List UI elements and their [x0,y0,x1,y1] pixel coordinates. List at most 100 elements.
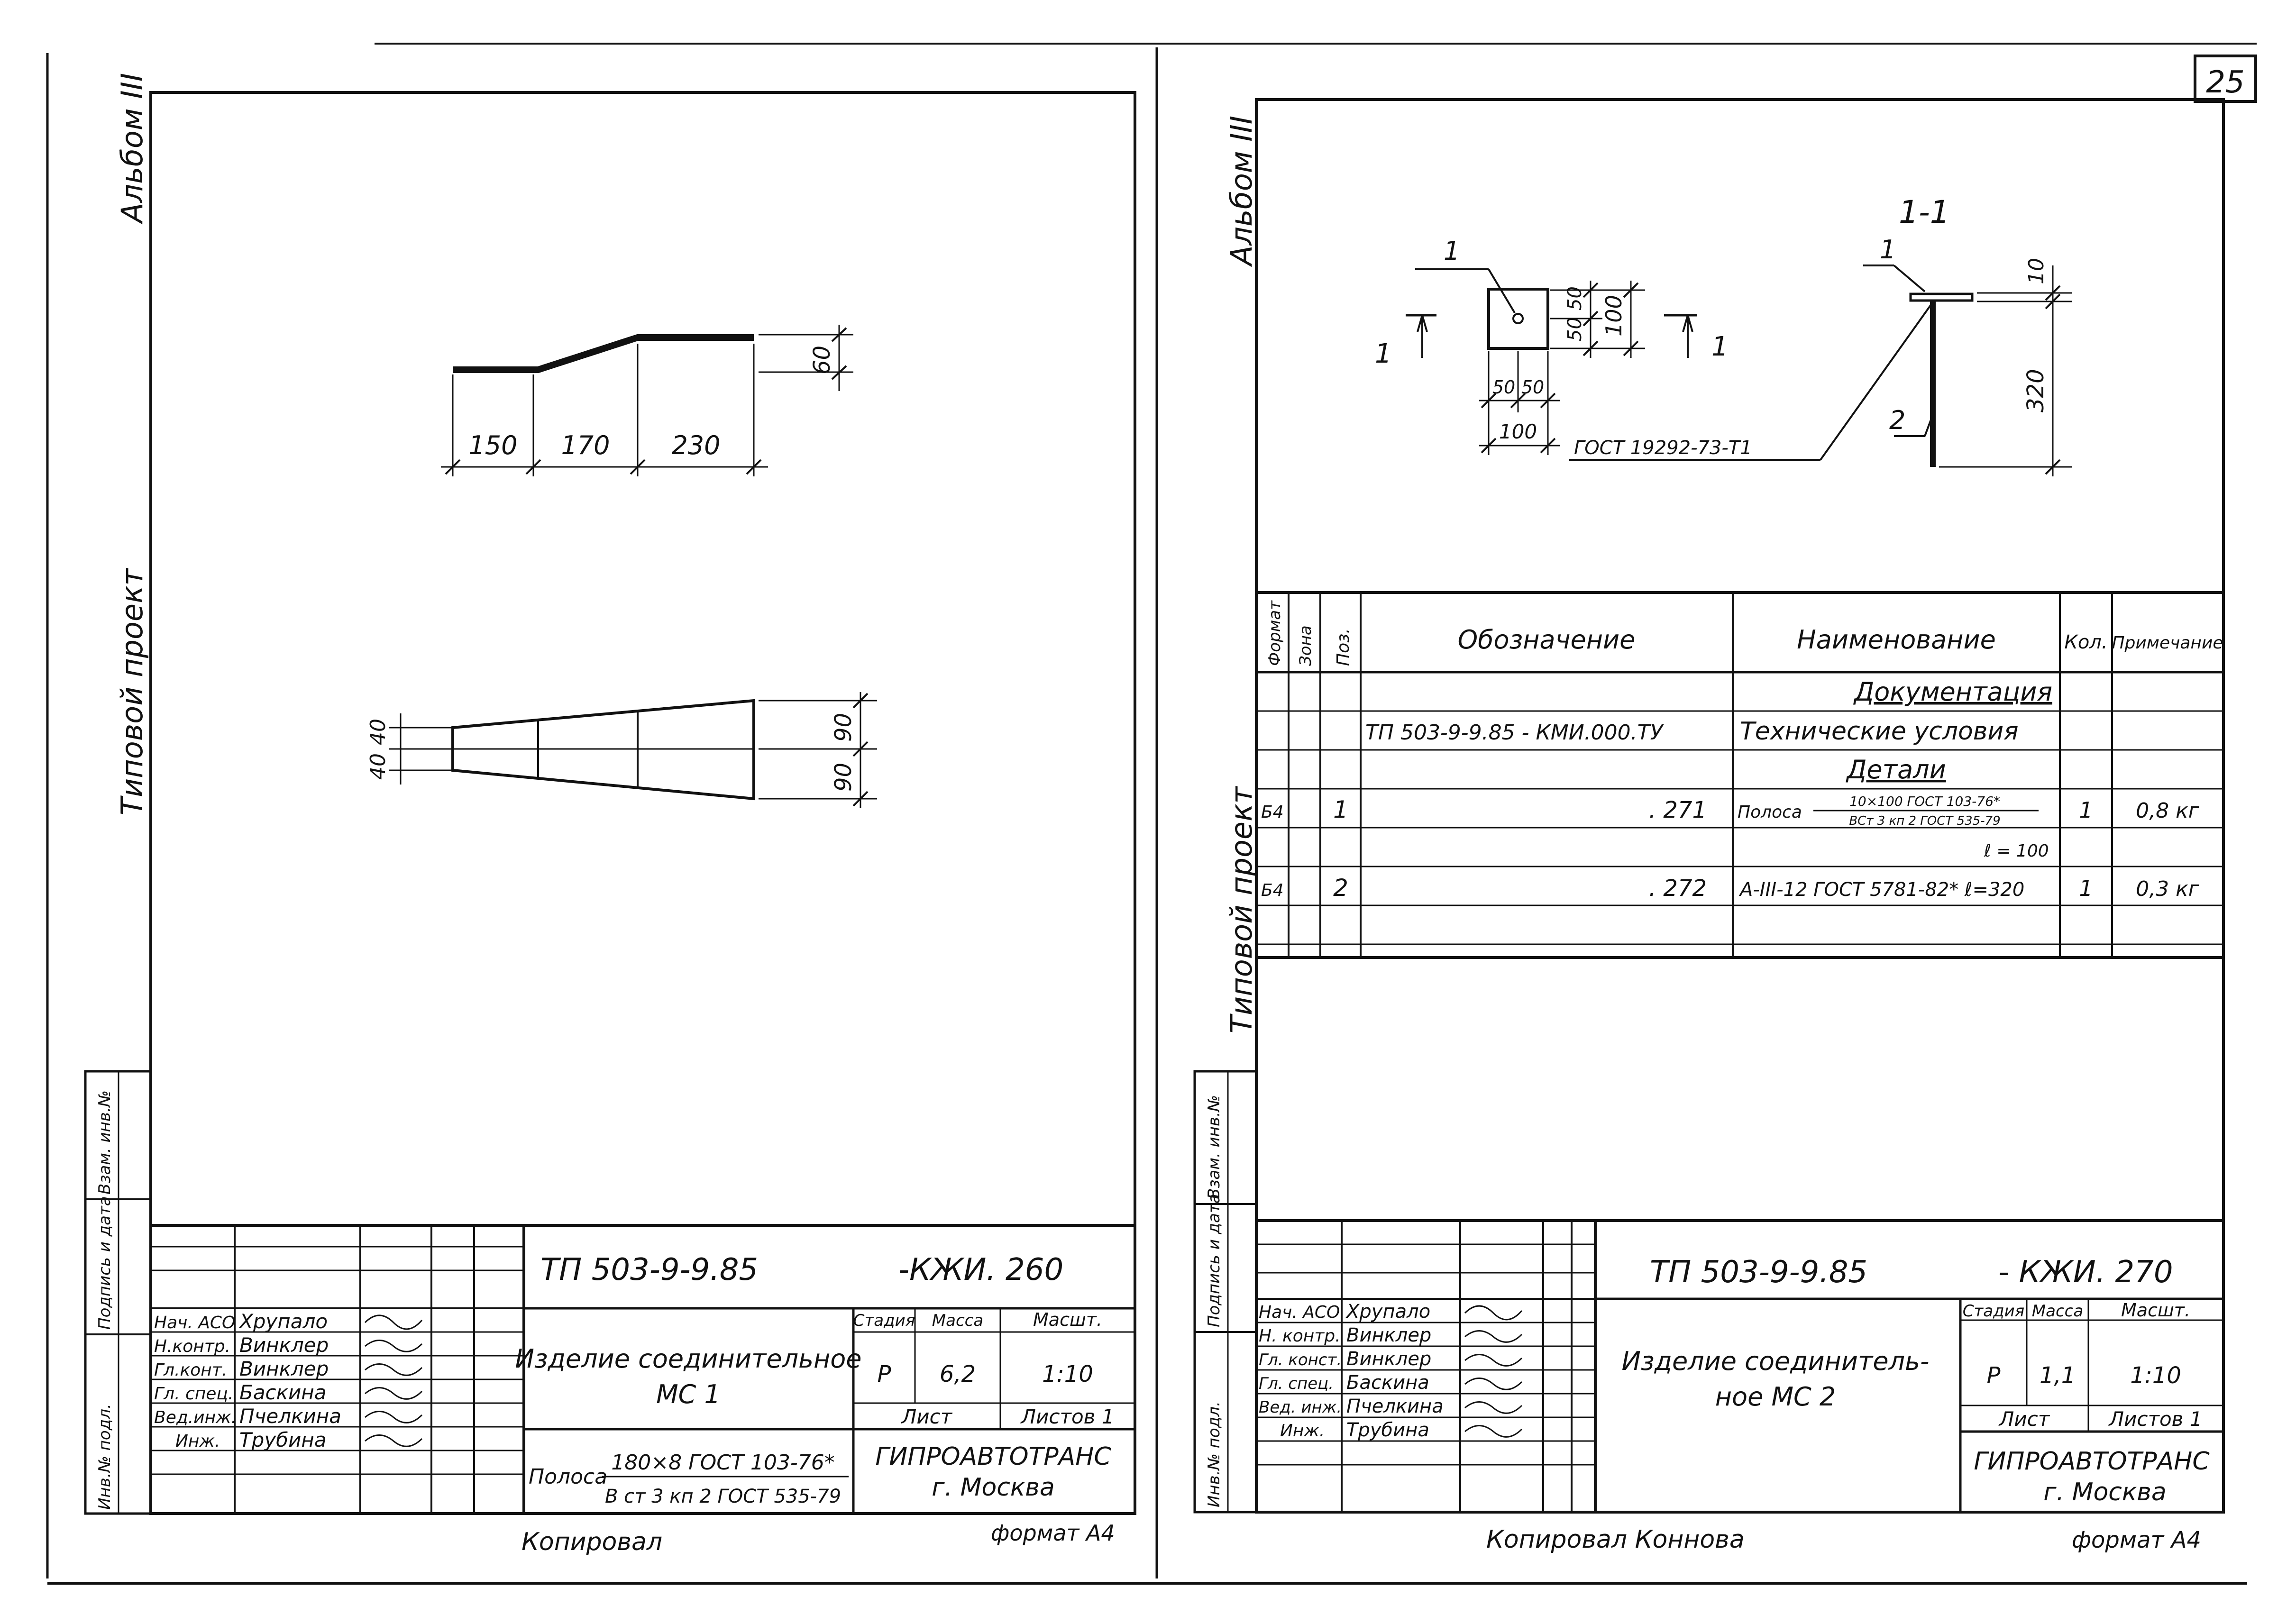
plate-dim-50-a: 50 [1564,286,1586,310]
left-item-name-2: МС 1 [656,1379,721,1409]
left-strip-side-view: 150 170 230 60 [441,325,853,476]
left-org-2: г. Москва [932,1473,1055,1502]
right-role-0: Нач. АСО [1259,1303,1340,1322]
right-plate-plan: 1 50 50 100 50 50 100 1 1 [1375,236,1729,455]
plate-dim-100-h: 100 [1499,420,1537,443]
spec-tu-code: ТП 503-9-9.85 - КМИ.000.ТУ [1365,721,1664,745]
section-plate [1909,292,1974,302]
left-name-0: Хрупало [238,1310,328,1333]
right-name-2: Винклер [1346,1348,1431,1370]
section-dim-320: 320 [2022,369,2049,412]
right-title-block: Нач. АСО Н. контр. Гл. конст. Гл. спец. … [1256,1219,2223,1512]
left-name-1: Винклер [239,1333,329,1357]
right-side-label-1: Инв.№ подл. [1205,1401,1224,1507]
section-label: 1-1 [1899,194,1950,230]
spec-row2-note: 0,3 кг [2136,877,2200,901]
left-side-label-2: Подпись и дата [95,1196,114,1330]
plate-dim-100-v: 100 [1601,295,1627,337]
right-drawing-frame [1255,98,2225,1514]
spec-row1-note: 0,8 кг [2136,799,2200,823]
dim-170: 170 [561,430,610,460]
spec-row1-name: Полоса [1738,803,1802,822]
left-role-0: Нач. АСО [154,1313,235,1332]
right-copied: Копировал Коннова [1486,1525,1745,1554]
spec-row1-format: Б4 [1261,803,1284,822]
spec-section-details: Детали [1846,755,1946,785]
right-head-scale: Масшт. [2121,1300,2190,1321]
left-org-1: ГИПРОАВТОТРАНС [875,1442,1111,1471]
left-name-5: Трубина [239,1428,327,1451]
right-role-2: Гл. конст. [1259,1350,1342,1369]
left-doc-code: ТП 503-9-9.85 [540,1252,758,1287]
left-material-bottom: В ст 3 кп 2 ГОСТ 535-79 [605,1486,841,1507]
right-doc-code: ТП 503-9-9.85 [1650,1255,1867,1290]
left-name-4: Пчелкина [239,1405,341,1428]
left-item-name-1: Изделие соединительное [515,1344,861,1374]
plate-square [1487,288,1549,350]
plate-dim-50-b: 50 [1564,317,1586,341]
spec-row1-name-top: 10×100 ГОСТ 103-76* [1849,794,2000,809]
left-format: формат А4 [991,1520,1115,1546]
spec-row2-format: Б4 [1261,881,1284,900]
left-role-5: Инж. [175,1432,220,1451]
right-role-5: Инж. [1280,1421,1325,1441]
right-head-stage: Стадия [1963,1302,2024,1321]
plate-dim-50-d: 50 [1521,377,1544,398]
left-material-top: 180×8 ГОСТ 103-76* [611,1451,834,1475]
left-side-label-1: Инв.№ подл. [95,1404,114,1510]
left-mass: 6,2 [940,1361,976,1387]
right-org-1: ГИПРОАВТОТРАНС [1974,1447,2210,1476]
right-sheet-label: Лист [1998,1407,2050,1431]
left-role-1: Н.контр. [154,1337,230,1356]
spec-table: Формат Зона Поз. Обозначение Наименовани… [1256,591,2223,959]
left-role-4: Вед.инж. [154,1408,237,1427]
spec-row2-code: . 272 [1649,875,1707,902]
spec-head-name: Наименование [1797,625,1996,655]
left-name-2: Винклер [239,1357,329,1380]
right-stage: Р [1987,1362,2001,1389]
right-callout-1b: 1 [1880,235,1896,265]
spec-head-zone: Зона [1296,625,1315,666]
left-scale: 1:10 [1042,1361,1093,1387]
left-stage: Р [878,1361,891,1387]
left-project-label: Типовой проект [115,567,149,815]
spec-head-designation: Обозначение [1458,625,1636,655]
left-role-3: Гл. спец. [154,1384,233,1404]
spec-tu-name: Технические условия [1740,717,2019,746]
left-title-block: Нач. АСО Н.контр. Гл.конт. Гл. спец. Вед… [151,1224,1135,1514]
right-section-1-1: 1-1 1 2 10 320 ГОСТ 19292-73-Т1 [1569,194,2072,476]
left-head-scale: Масшт. [1033,1309,1102,1330]
spec-row2-qty: 1 [2079,876,2093,901]
left-material-label: Полоса [529,1465,607,1489]
left-copied: Копировал [521,1528,662,1556]
right-format: формат А4 [2072,1527,2201,1553]
gost-note: ГОСТ 19292-73-Т1 [1574,437,1752,459]
left-drawing-frame [149,91,1136,1515]
spec-row1-name-bottom: ВСт 3 кп 2 ГОСТ 535-79 [1849,814,2000,828]
spec-row1-code: . 271 [1649,797,1707,823]
right-role-1: Н. контр. [1259,1326,1341,1346]
right-side-label-2: Подпись и дата [1205,1194,1224,1327]
left-role-2: Гл.конт. [154,1360,227,1380]
right-callout-2: 2 [1889,405,1905,435]
right-sheets-label: Листов 1 [2108,1407,2203,1431]
right-name-0: Хрупало [1345,1301,1430,1323]
left-head-stage: Стадия [853,1311,915,1330]
spec-row1-pos: 1 [1333,796,1348,823]
left-doc-mark: -КЖИ. 260 [898,1252,1063,1287]
cut-mark-left: 1 [1375,338,1392,369]
right-role-3: Гл. спец. [1259,1374,1334,1393]
right-name-4: Пчелкина [1346,1396,1444,1417]
spec-head-note: Примечание [2112,633,2223,653]
right-name-1: Винклер [1346,1324,1431,1346]
spec-head-qty: Кол. [2064,631,2107,653]
left-sheet: Альбом III Типовой проект Инв.№ подл. По… [84,73,1136,1556]
left-side-label-3: Взам. инв.№ [95,1090,114,1195]
left-signatures [364,1314,423,1447]
right-callout-1a: 1 [1444,236,1460,266]
left-sheets-label: Листов 1 [1020,1405,1115,1428]
right-album-label: Альбом III [1224,116,1259,267]
right-role-4: Вед. инж. [1259,1398,1342,1417]
right-name-5: Трубина [1346,1419,1429,1441]
